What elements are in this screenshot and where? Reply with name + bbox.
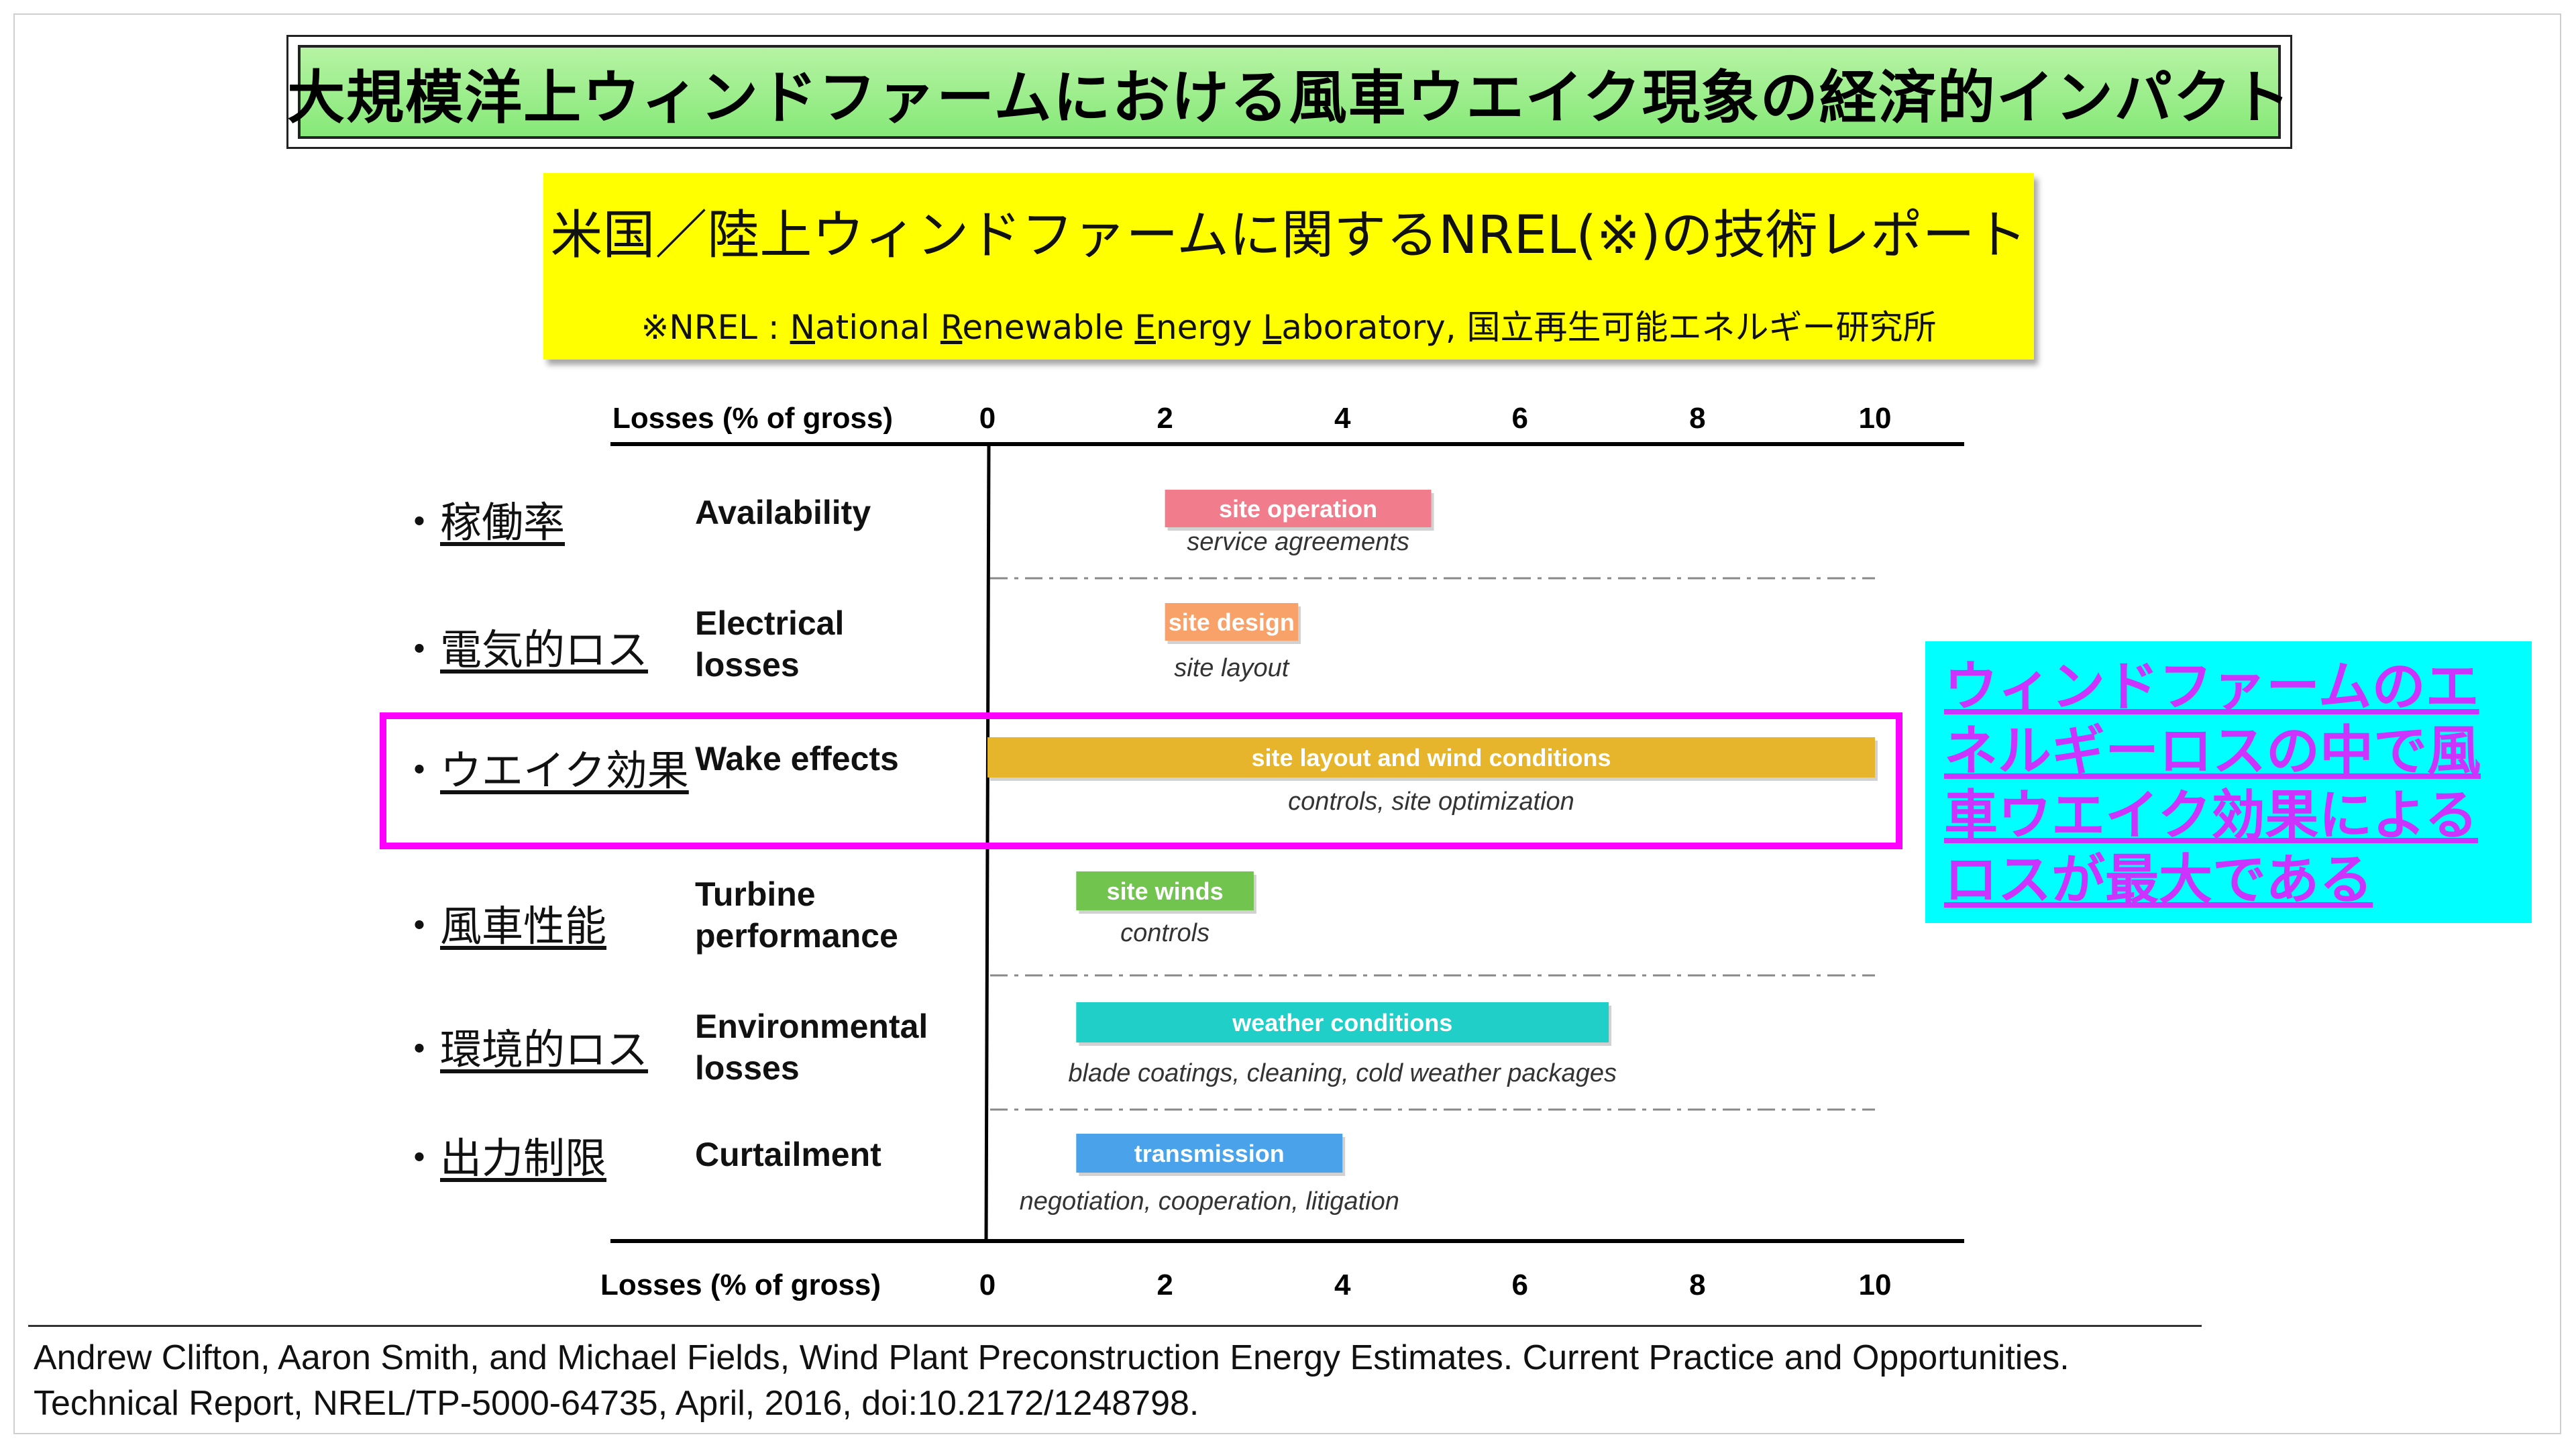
jp-label-electrical: ・電気的ロス <box>398 625 649 674</box>
bar-note-5: blade coatings, cleaning, cold weather p… <box>1068 1059 1617 1087</box>
callout-box: ウィンドファームのエネルギーロスの中で風車ウエイク効果によるロスが最大である <box>1925 641 2532 923</box>
tick-label-top-0: 0 <box>979 402 996 435</box>
subtitle-box: 米国／陸上ウィンドファームに関するNREL(※)の技術レポート ※NREL : … <box>543 173 2034 360</box>
tick-label-bottom-2: 2 <box>1157 1269 1173 1301</box>
jp-label-availability: ・稼働率 <box>398 498 566 547</box>
reference-divider <box>28 1325 2202 1327</box>
jp-label-wake: ・ウエイク効果 <box>398 746 689 795</box>
bar-label-5: weather conditions <box>1232 1009 1452 1036</box>
tick-label-top-4: 4 <box>1334 402 1351 435</box>
bar-5 <box>1076 1002 1609 1042</box>
bar-label-1: site operation <box>1219 495 1377 523</box>
tick-label-bottom-6: 6 <box>1512 1269 1528 1301</box>
tick-label-top-10: 10 <box>1859 402 1892 435</box>
bar-4 <box>1076 871 1254 910</box>
note-word-laboratory: Laboratory, <box>1263 308 1456 347</box>
top-tick-labels: 0 2 4 6 8 10 <box>979 402 1892 435</box>
subtitle-note: ※NREL : National Renewable Energy Labora… <box>543 301 2034 349</box>
en-label-electrical: Electrical losses <box>695 604 845 684</box>
bar-label-4: site winds <box>1107 877 1224 905</box>
callout-text: ウィンドファームのエネルギーロスの中で風車ウエイク効果によるロスが最大である <box>1944 655 2481 911</box>
tick-label-bottom-10: 10 <box>1859 1269 1892 1301</box>
bar-note-2: site layout <box>1174 654 1290 682</box>
loss-bars: site operation service agreements site des… <box>987 490 1878 1216</box>
tick-label-top-8: 8 <box>1689 402 1705 435</box>
bar-2 <box>1165 603 1299 641</box>
bottom-axis-label: Losses (% of gross) <box>600 1269 881 1301</box>
jp-label-environmental: ・環境的ロス <box>398 1025 649 1074</box>
note-word-national: National <box>790 308 930 347</box>
reference: Andrew Clifton, Aaron Smith, and Michael… <box>34 1335 2247 1426</box>
wake-effects-highlight <box>380 712 1902 849</box>
bar-note-4: controls <box>1120 919 1210 947</box>
note-word-energy: Energy <box>1134 308 1252 347</box>
tick-label-top-2: 2 <box>1157 402 1173 435</box>
tick-label-top-6: 6 <box>1512 402 1528 435</box>
slide-title: 大規模洋上ウィンドファームにおける風車ウエイク現象の経済的インパクト <box>287 64 2292 131</box>
bar-label-3: site layout and wind conditions <box>1251 744 1611 771</box>
reference-line-2: Technical Report, NREL/TP-5000-64735, Ap… <box>34 1384 1199 1423</box>
bar-3 <box>987 737 1875 777</box>
subtitle-note-suffix: 国立再生可能エネルギー研究所 <box>1456 308 1937 347</box>
reference-line-1: Andrew Clifton, Aaron Smith, and Michael… <box>34 1338 2070 1377</box>
note-word-renewable: Renewable <box>940 308 1124 347</box>
bar-label-2: site design <box>1169 608 1295 636</box>
bar-label-6: transmission <box>1134 1140 1285 1167</box>
tick-label-bottom-8: 8 <box>1689 1269 1705 1301</box>
subtitle-note-prefix: ※NREL : <box>641 308 790 347</box>
en-label-availability: Availability <box>695 494 871 531</box>
slide-frame <box>13 13 2561 1434</box>
bar-note-3: controls, site optimization <box>1288 788 1574 816</box>
bar-note-1: service agreements <box>1187 528 1409 556</box>
bar-1 <box>1165 490 1432 527</box>
jp-label-curtailment: ・出力制限 <box>398 1134 607 1183</box>
row-separators <box>990 577 1875 1111</box>
tick-label-bottom-0: 0 <box>979 1269 996 1301</box>
en-label-environmental: Environmental losses <box>695 1008 928 1087</box>
title-banner: 大規模洋上ウィンドファームにおける風車ウエイク現象の経済的インパクト <box>286 35 2292 149</box>
tick-label-bottom-4: 4 <box>1334 1269 1351 1301</box>
en-label-turbine: Turbine performance <box>695 875 898 955</box>
en-label-wake: Wake effects <box>695 740 899 777</box>
title-banner-inner: 大規模洋上ウィンドファームにおける風車ウエイク現象の経済的インパクト <box>287 45 2290 139</box>
bottom-tick-labels: 0 2 4 6 8 10 <box>979 1269 1892 1301</box>
bar-note-6: negotiation, cooperation, litigation <box>1020 1187 1399 1216</box>
subtitle-main: 米国／陸上ウィンドファームに関するNREL(※)の技術レポート <box>550 205 2027 266</box>
jp-label-turbine: ・風車性能 <box>398 902 607 951</box>
en-label-curtailment: Curtailment <box>695 1136 881 1173</box>
top-axis-label: Losses (% of gross) <box>612 402 893 435</box>
bar-6 <box>1076 1134 1343 1173</box>
